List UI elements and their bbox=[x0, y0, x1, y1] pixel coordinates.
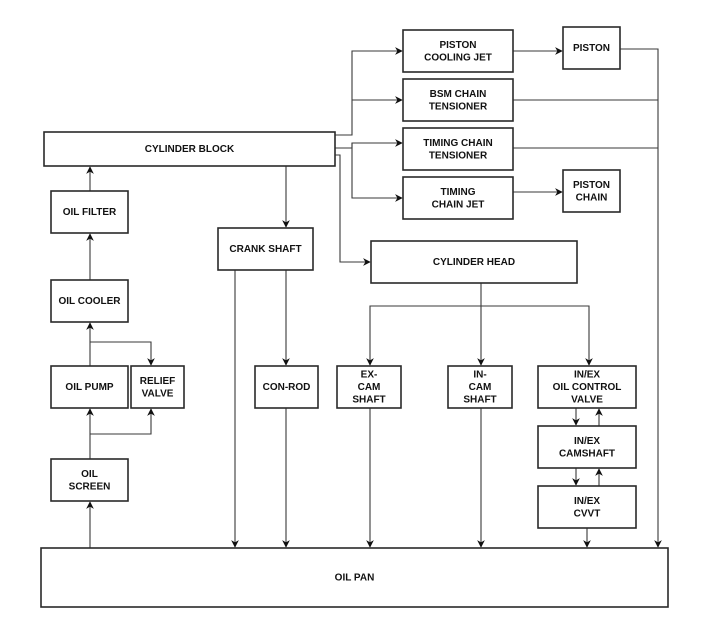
arrow-cylinder-head-to-oil-control-valve bbox=[481, 305, 593, 366]
arrow-oil-pump-to-relief-valve bbox=[90, 341, 155, 366]
node-label: PISTON bbox=[439, 40, 476, 51]
node-box bbox=[562, 26, 621, 70]
node-label: CON-ROD bbox=[263, 382, 311, 393]
node-cylinder-block: CYLINDER BLOCK bbox=[43, 131, 336, 167]
node-box bbox=[370, 240, 578, 284]
node-label: BSM CHAIN bbox=[430, 89, 487, 100]
node-label: OIL CONTROL bbox=[553, 382, 622, 393]
node-box bbox=[402, 127, 514, 171]
node-box bbox=[50, 365, 129, 409]
node-box bbox=[130, 365, 185, 409]
node-label: TIMING CHAIN bbox=[423, 138, 492, 149]
node-ex-cam-shaft: EX-CAM SHAFT bbox=[336, 365, 402, 409]
node-crank-shaft: CRANK SHAFT bbox=[217, 227, 314, 271]
node-box bbox=[537, 365, 637, 409]
node-label: IN/EX bbox=[574, 370, 600, 381]
arrow-oil-screen-to-relief-valve bbox=[90, 408, 155, 435]
node-label: COOLING JET bbox=[424, 52, 492, 63]
connector-lines bbox=[86, 47, 662, 548]
node-box bbox=[447, 365, 513, 409]
node-label: PISTON bbox=[573, 43, 610, 54]
node-label: CYLINDER HEAD bbox=[433, 257, 515, 268]
node-label: CYLINDER BLOCK bbox=[145, 144, 235, 155]
node-label: OIL PAN bbox=[335, 573, 375, 584]
arrow-cylinder-block-to-timing-chain-tensioner bbox=[335, 139, 403, 149]
node-label: IN/EX bbox=[574, 496, 600, 507]
node-in-cam-shaft: IN-CAM SHAFT bbox=[447, 365, 513, 409]
node-label: CAM bbox=[469, 382, 492, 393]
node-box bbox=[50, 279, 129, 323]
arrow-cylinder-block-to-cylinder-head bbox=[335, 154, 371, 266]
node-box bbox=[402, 78, 514, 122]
node-label: PISTON bbox=[573, 180, 610, 191]
node-label: CHAIN bbox=[576, 192, 608, 203]
node-con-rod: CON-ROD bbox=[254, 365, 319, 409]
node-label: OIL FILTER bbox=[63, 207, 117, 218]
node-box bbox=[402, 176, 514, 220]
node-label: VALVE bbox=[142, 388, 174, 399]
node-label: SHAFT bbox=[352, 395, 385, 406]
node-label: OIL COOLER bbox=[58, 296, 121, 307]
node-label: RELIEF bbox=[140, 376, 176, 387]
node-label: CVVT bbox=[574, 508, 601, 519]
node-label: IN/EX bbox=[574, 436, 600, 447]
node-label: OIL PUMP bbox=[65, 382, 113, 393]
node-box bbox=[537, 425, 637, 469]
node-box bbox=[43, 131, 336, 167]
node-oil-cooler: OIL COOLER bbox=[50, 279, 129, 323]
node-oil-filter: OIL FILTER bbox=[50, 190, 129, 234]
node-label: VALVE bbox=[571, 395, 603, 406]
arrow-piston-to-oil-pan bbox=[620, 48, 662, 548]
node-box bbox=[336, 365, 402, 409]
node-label: CHAIN JET bbox=[432, 199, 485, 210]
node-oil-pump: OIL PUMP bbox=[50, 365, 129, 409]
node-label: IN- bbox=[473, 370, 486, 381]
node-label: SCREEN bbox=[69, 481, 111, 492]
node-box bbox=[217, 227, 314, 271]
node-label: TIMING bbox=[441, 187, 476, 198]
node-label: CAM bbox=[358, 382, 381, 393]
node-oil-pan: OIL PAN bbox=[40, 547, 669, 608]
arrow-cylinder-head-to-ex-cam-shaft bbox=[366, 283, 482, 366]
arrow-cylinder-block-to-piston-cooling-jet bbox=[335, 47, 403, 136]
node-label: TENSIONER bbox=[429, 101, 488, 112]
arrow-cylinder-block-to-timing-chain-jet bbox=[351, 143, 403, 202]
node-box bbox=[50, 458, 129, 502]
node-label: SHAFT bbox=[463, 395, 496, 406]
node-label: CAMSHAFT bbox=[559, 448, 615, 459]
node-box bbox=[40, 547, 669, 608]
node-label: OIL bbox=[81, 469, 98, 480]
node-box bbox=[402, 29, 514, 73]
node-piston: PISTON bbox=[562, 26, 621, 70]
node-label: EX- bbox=[361, 370, 378, 381]
node-box bbox=[562, 169, 621, 213]
node-box bbox=[50, 190, 129, 234]
node-label: CRANK SHAFT bbox=[229, 244, 301, 255]
node-box bbox=[537, 485, 637, 529]
node-cylinder-head: CYLINDER HEAD bbox=[370, 240, 578, 284]
node-label: TENSIONER bbox=[429, 150, 488, 161]
node-box bbox=[254, 365, 319, 409]
